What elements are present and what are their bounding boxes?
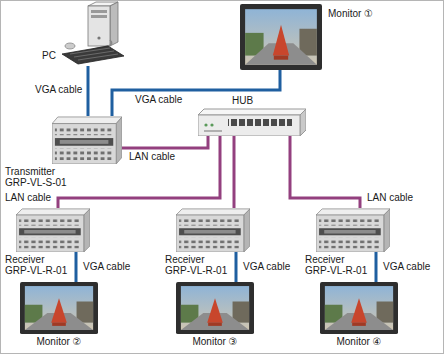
monitor-picture	[240, 4, 322, 70]
monitor-picture	[20, 282, 98, 334]
cable-label: LAN cable	[366, 192, 414, 203]
device-label: Monitor ④	[336, 336, 381, 347]
device-label: Receiver GRP-VL-R-01	[305, 254, 370, 276]
device-label: HUB	[232, 95, 253, 106]
hub-picture	[198, 109, 306, 136]
device-label: Monitor ②	[36, 336, 81, 347]
monitor-device: Monitor ①	[240, 4, 322, 70]
device-label: Monitor ③	[192, 336, 237, 347]
monitor-device: Monitor ②	[20, 282, 98, 334]
cable-line	[235, 252, 238, 282]
cable-line	[233, 136, 236, 208]
cable-label: LAN cable	[128, 151, 176, 162]
transmitter-device: Transmitter GRP-VL-S-01	[52, 116, 122, 164]
receiver-picture	[316, 209, 390, 252]
cable-line	[112, 70, 280, 116]
device-label: PC	[42, 50, 56, 61]
monitor-device: Monitor ③	[176, 282, 254, 334]
cable-label: LAN cable	[4, 192, 52, 203]
receiver-device: Receiver GRP-VL-R-01	[176, 208, 250, 252]
cable-label: VGA cable	[134, 94, 183, 105]
device-label: Receiver GRP-VL-R-01	[5, 254, 70, 276]
receiver-picture	[176, 209, 250, 252]
cable-label: VGA cable	[82, 261, 131, 272]
monitor-picture	[320, 282, 398, 334]
device-label: Receiver GRP-VL-R-01	[165, 254, 230, 276]
cable-label: VGA cable	[34, 84, 83, 95]
cable-line	[58, 136, 220, 208]
monitor-device: Monitor ④	[320, 282, 398, 334]
cable-label: VGA cable	[242, 261, 291, 272]
pc-picture	[62, 2, 124, 64]
cable-label: VGA cable	[382, 261, 431, 272]
receiver-picture	[16, 209, 90, 252]
receiver-device: Receiver GRP-VL-R-01	[316, 208, 390, 252]
hub-device: HUB	[198, 108, 306, 136]
transmitter-picture	[52, 117, 122, 164]
pc-device: PC	[60, 4, 126, 66]
device-label: Transmitter GRP-VL-S-01	[5, 166, 69, 188]
cable-line	[87, 66, 90, 116]
cable-line	[290, 136, 360, 208]
device-label: Monitor ①	[328, 8, 373, 19]
receiver-device: Receiver GRP-VL-R-01	[16, 208, 90, 252]
cable-line	[122, 136, 208, 148]
cable-line	[75, 252, 78, 282]
monitor-picture	[176, 282, 254, 334]
cable-line	[375, 252, 378, 282]
